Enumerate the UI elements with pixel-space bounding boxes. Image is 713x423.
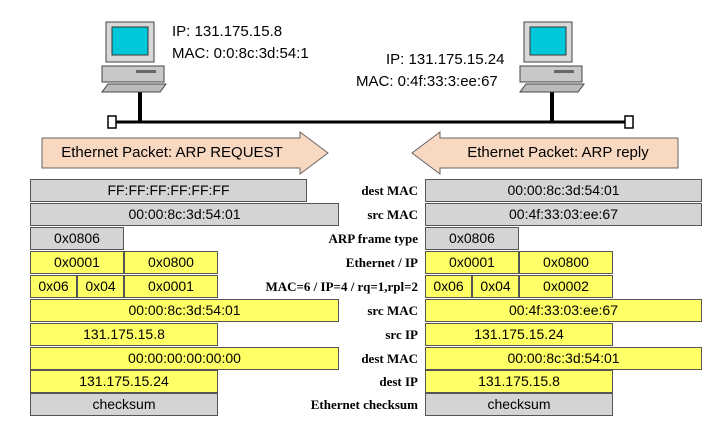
label-arp-dest-mac: dest MAC: [361, 351, 418, 366]
label-dest-ip: dest IP: [379, 374, 418, 389]
reply-dest-ip: 131.175.15.8: [425, 370, 613, 393]
label-sizes: MAC=6 / IP=4 / rq=1,rpl=2: [265, 279, 418, 294]
request-src-ip: 131.175.15.8: [30, 323, 218, 346]
reply-arp-dest-mac: 00:00:8c:3d:54:01: [425, 347, 702, 370]
label-src-ip: src IP: [385, 327, 418, 342]
request-op: 0x0001: [124, 275, 218, 298]
request-arp-dest-mac: 00:00:00:00:00:00: [30, 347, 339, 370]
reply-ip-size: 0x04: [472, 275, 519, 298]
request-dest-ip: 131.175.15.24: [30, 370, 218, 393]
reply-frame-type: 0x0806: [425, 227, 519, 250]
right-host-mac: MAC: 0:4f:33:3:ee:67: [356, 73, 498, 90]
left-host-mac: MAC: 0:0:8c:3d:54:1: [172, 45, 309, 62]
label-checksum: Ethernet checksum: [310, 397, 418, 412]
reply-dest-mac: 00:00:8c:3d:54:01: [425, 179, 702, 202]
reply-src-ip: 131.175.15.24: [425, 323, 613, 346]
bus-terminator-right: [624, 115, 634, 129]
reply-arrow-label: Ethernet Packet: ARP reply: [467, 144, 649, 161]
request-frame-type: 0x0806: [30, 227, 124, 250]
request-checksum: checksum: [30, 393, 218, 416]
label-src-mac: src MAC: [367, 207, 418, 222]
request-dest-mac: FF:FF:FF:FF:FF:FF: [30, 179, 307, 202]
reply-op: 0x0002: [519, 275, 613, 298]
reply-checksum: checksum: [425, 393, 613, 416]
reply-eth: 0x0001: [425, 251, 519, 274]
left-host-ip: IP: 131.175.15.8: [172, 23, 283, 40]
label-arp-src-mac: src MAC: [367, 303, 418, 318]
reply-arrow: [411, 131, 679, 175]
right-host-ip: IP: 131.175.15.24: [386, 51, 505, 68]
reply-ip: 0x0800: [519, 251, 613, 274]
request-arrow-label: Ethernet Packet: ARP REQUEST: [61, 144, 283, 161]
request-src-mac: 00:00:8c:3d:54:01: [30, 203, 339, 226]
request-eth: 0x0001: [30, 251, 124, 274]
request-ip: 0x0800: [124, 251, 218, 274]
label-frame-type: ARP frame type: [328, 231, 418, 246]
label-dest-mac: dest MAC: [361, 183, 418, 198]
request-arp-src-mac: 00:00:8c:3d:54:01: [30, 299, 339, 322]
label-eth-ip: Ethernet / IP: [345, 255, 418, 270]
reply-mac-size: 0x06: [425, 275, 472, 298]
reply-arp-src-mac: 00:4f:33:03:ee:67: [425, 299, 702, 322]
bus-terminator-left: [107, 115, 117, 129]
request-arrow: [41, 131, 329, 175]
request-ip-size: 0x04: [77, 275, 124, 298]
request-mac-size: 0x06: [30, 275, 77, 298]
computer-icon: [101, 21, 167, 93]
reply-src-mac: 00:4f:33:03:ee:67: [425, 203, 702, 226]
computer-icon: [519, 21, 585, 93]
